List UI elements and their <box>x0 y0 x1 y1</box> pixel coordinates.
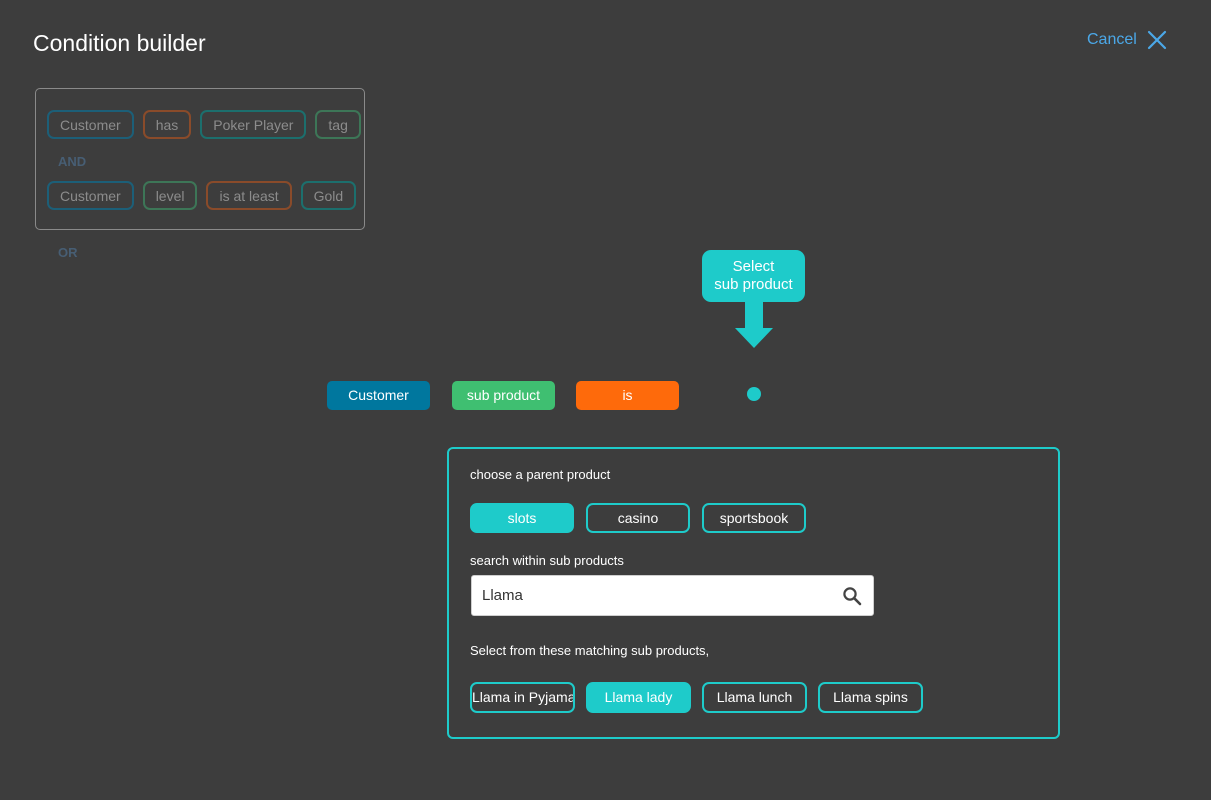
cancel-label: Cancel <box>1087 31 1137 48</box>
condition-attribute-chip[interactable]: level <box>142 181 198 210</box>
tooltip-line: Select <box>732 258 775 275</box>
condition-value-chip[interactable]: Gold <box>300 181 357 210</box>
tooltip-line: sub product <box>714 276 793 293</box>
condition-attribute-chip[interactable]: tag <box>315 110 361 139</box>
or-label: OR <box>58 245 78 260</box>
sub-product-picker-panel: choose a parent product slots casino spo… <box>447 447 1060 739</box>
sub-product-option[interactable]: Llama lunch <box>702 682 807 713</box>
sub-product-option[interactable]: Llama lady <box>586 682 691 713</box>
close-icon[interactable] <box>1147 30 1167 50</box>
existing-conditions-group[interactable]: Customer has Poker Player tag AND Custom… <box>35 88 365 230</box>
page-title: Condition builder <box>33 30 206 56</box>
operator-chip[interactable]: is <box>576 381 679 410</box>
tooltip-arrow-icon <box>735 302 773 348</box>
condition-operator-chip[interactable]: is at least <box>206 181 292 210</box>
value-placeholder-dot[interactable] <box>747 387 761 401</box>
condition-subject-chip[interactable]: Customer <box>47 181 134 210</box>
search-icon[interactable] <box>842 586 862 611</box>
attribute-chip[interactable]: sub product <box>452 381 555 410</box>
condition-row: Customer has Poker Player tag <box>47 110 361 139</box>
subject-chip[interactable]: Customer <box>327 381 430 410</box>
parent-product-sportsbook[interactable]: sportsbook <box>702 503 806 533</box>
cancel-button[interactable]: Cancel <box>1087 30 1167 50</box>
condition-subject-chip[interactable]: Customer <box>47 110 134 139</box>
sub-product-option[interactable]: Llama spins <box>818 682 923 713</box>
condition-row: Customer level is at least Gold <box>47 181 357 210</box>
parent-product-label: choose a parent product <box>470 467 611 482</box>
search-label: search within sub products <box>470 553 624 568</box>
condition-operator-chip[interactable]: has <box>142 110 192 139</box>
sub-product-search <box>471 575 874 616</box>
and-label: AND <box>58 154 87 169</box>
select-sub-product-tooltip: Select sub product <box>702 250 805 302</box>
parent-product-slots[interactable]: slots <box>470 503 574 533</box>
sub-product-option[interactable]: Llama in Pyjama <box>470 682 575 713</box>
parent-product-casino[interactable]: casino <box>586 503 690 533</box>
condition-value-chip[interactable]: Poker Player <box>200 110 307 139</box>
search-input[interactable] <box>482 576 822 615</box>
matching-sub-products-label: Select from these matching sub products, <box>470 643 710 658</box>
